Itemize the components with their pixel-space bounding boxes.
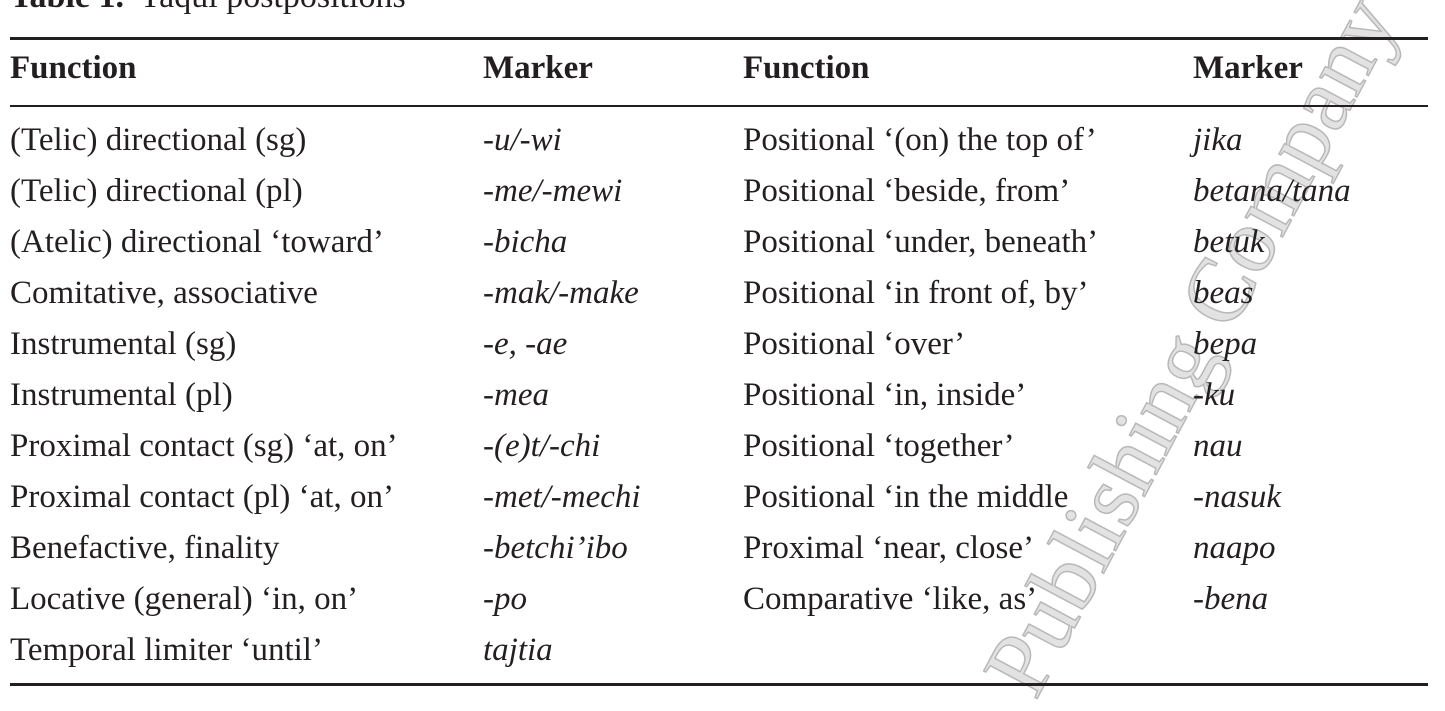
function-cell: Instrumental (sg) [10,326,237,362]
header-rule [10,105,1428,107]
marker-cell: -mak/-make [483,275,639,311]
marker-cell: betuk [1193,224,1265,260]
caption-label: Table 1. [10,0,124,15]
bottom-rule [10,683,1428,686]
table-row: Temporal limiter ‘until’ tajtia [0,625,1445,676]
header-marker-1: Marker [483,50,593,86]
marker-cell: naapo [1193,530,1276,566]
function-cell: Positional ‘in front of, by’ [743,275,1089,311]
table-row: (Telic) directional (sg) -u/-wi Positional… [0,115,1445,166]
function-cell: Proximal ‘near, close’ [743,530,1034,566]
function-cell: Positional ‘(on) the top of’ [743,122,1097,158]
function-cell: Positional ‘over’ [743,326,966,362]
marker-cell: -e, -ae [483,326,568,362]
marker-cell: betana/tana [1193,173,1351,209]
table-row: Proximal contact (pl) ‘at, on’ -met/-mech… [0,472,1445,523]
function-cell: Positional ‘beside, from’ [743,173,1071,209]
caption-title: Yaqui postpositions [138,0,406,15]
table-row: (Atelic) directional ‘toward’ -bicha Posit… [0,217,1445,268]
function-cell: Positional ‘under, beneath’ [743,224,1099,260]
table-row: Locative (general) ‘in, on’ -po Comparativ… [0,574,1445,625]
marker-cell: -mea [483,377,549,413]
table-row: Instrumental (sg) -e, -ae Positional ‘over… [0,319,1445,370]
marker-cell: nau [1193,428,1243,464]
marker-cell: bepa [1193,326,1258,362]
marker-cell: -me/-mewi [483,173,623,209]
function-cell: Positional ‘in the middle [743,479,1069,515]
header-function-2: Function [743,50,870,86]
marker-cell: -u/-wi [483,122,562,158]
table-row: Comitative, associative -mak/-make Positio… [0,268,1445,319]
function-cell: (Atelic) directional ‘toward’ [10,224,384,260]
function-cell: Comparative ‘like, as’ [743,581,1038,617]
marker-cell: jika [1193,122,1243,158]
function-cell: Proximal contact (sg) ‘at, on’ [10,428,398,464]
header-marker-2: Marker [1193,50,1303,86]
function-cell: Positional ‘in, inside’ [743,377,1027,413]
table-caption: Table 1. Yaqui postpositions [10,0,406,16]
table-row: Instrumental (pl) -mea Positional ‘in, ins… [0,370,1445,421]
function-cell: Locative (general) ‘in, on’ [10,581,359,617]
function-cell: Proximal contact (pl) ‘at, on’ [10,479,394,515]
marker-cell: -met/-mechi [483,479,641,515]
header-function-1: Function [10,50,137,86]
table-row: Proximal contact (sg) ‘at, on’ -(e)t/-chi… [0,421,1445,472]
function-cell: Instrumental (pl) [10,377,233,413]
function-cell: Positional ‘together’ [743,428,1015,464]
function-cell: (Telic) directional (sg) [10,122,307,158]
marker-cell: -nasuk [1193,479,1281,515]
marker-cell: -po [483,581,527,617]
marker-cell: -betchi’ibo [483,530,628,566]
marker-cell: -bicha [483,224,568,260]
function-cell: Temporal limiter ‘until’ [10,632,323,668]
function-cell: (Telic) directional (pl) [10,173,303,209]
marker-cell: beas [1193,275,1254,311]
function-cell: Comitative, associative [10,275,318,311]
top-rule [10,37,1428,40]
marker-cell: tajtia [483,632,553,668]
table-row: Benefactive, finality -betchi’ibo Proximal… [0,523,1445,574]
function-cell: Benefactive, finality [10,530,280,566]
marker-cell: -bena [1193,581,1269,617]
table-row: (Telic) directional (pl) -me/-mewi Positio… [0,166,1445,217]
marker-cell: -ku [1193,377,1236,413]
marker-cell: -(e)t/-chi [483,428,601,464]
